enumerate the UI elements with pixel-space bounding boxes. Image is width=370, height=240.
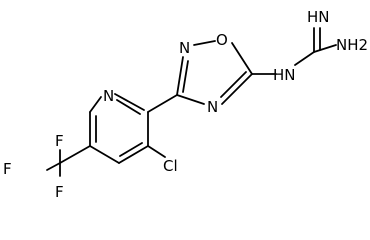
- bond-n1-c2-double: [116, 99, 141, 115]
- label-nh-linker: HN: [273, 66, 296, 84]
- bond-n2-o1: [193, 40, 216, 46]
- bond-c2-c3prime: [147, 94, 178, 113]
- label-n-pyridine: N: [103, 87, 114, 105]
- label-fluorine-top: F: [55, 132, 64, 150]
- label-fluorine-bottom: F: [55, 183, 64, 201]
- bond-c3-cl: [147, 145, 166, 158]
- label-chlorine: Cl: [163, 157, 178, 175]
- label-n-oxadiazole-top: N: [179, 39, 190, 57]
- oxadiazole-ring: [147, 40, 253, 113]
- bond-c5-n4-double: [220, 71, 247, 98]
- label-o-oxadiazole: O: [216, 31, 228, 49]
- bond-nh-cg: [294, 51, 315, 66]
- bond-c3prime-n2: [176, 56, 184, 96]
- label-imine: HN: [307, 8, 330, 26]
- bond-n1-c2: [114, 93, 145, 111]
- guanidine-chain: [251, 27, 337, 75]
- label-n-oxadiazole-bottom: N: [207, 98, 218, 116]
- bond-cf3-f-left: [46, 162, 61, 171]
- bond-c5-n4: [221, 73, 253, 105]
- pyridine-ring: [89, 93, 149, 164]
- molecule-structure-diagram: N N O N Cl HN HN NH2 F F F: [3, 8, 368, 201]
- bond-n4-c3prime: [176, 94, 205, 105]
- bond-c3-c4-double: [119, 142, 143, 157]
- label-fluorine-left: F: [3, 160, 12, 178]
- label-amine: NH2: [336, 36, 368, 54]
- bond-c3-c4: [118, 145, 149, 164]
- bond-c4-c5: [89, 145, 120, 164]
- bond-c6-n1: [89, 96, 102, 113]
- bond-cg-amine: [313, 44, 337, 53]
- bond-o1-c5: [231, 42, 253, 75]
- bond-c5-cf3: [59, 145, 91, 164]
- atom-labels: N N O N Cl HN HN NH2 F F F: [3, 8, 368, 201]
- bond-c3prime-n2-double: [182, 60, 189, 93]
- substituents: [46, 145, 166, 177]
